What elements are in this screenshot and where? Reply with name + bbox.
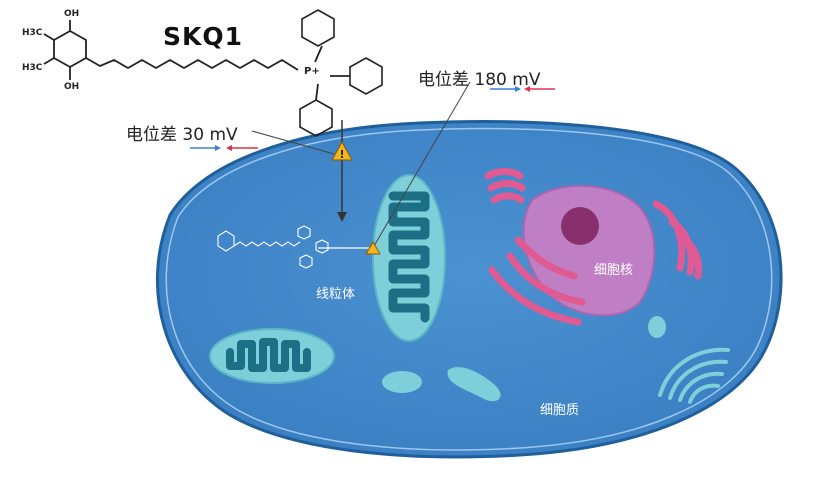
warning-icon xyxy=(365,241,381,255)
mitochondrion-label: 线粒体 xyxy=(316,287,356,302)
vesicle xyxy=(382,371,422,393)
red-arrow-head xyxy=(524,86,530,92)
nucleolus xyxy=(561,207,599,245)
golgi-apparatus xyxy=(658,347,730,404)
skq1-inside-cell xyxy=(217,225,329,269)
outer-potential-label: 电位差 30 mV xyxy=(126,120,238,145)
vesicle xyxy=(648,316,666,338)
outer-potential-value: 30 mV xyxy=(182,125,238,145)
cell-membrane xyxy=(156,120,783,459)
diagram-title: SKQ1 xyxy=(163,22,244,51)
blue-arrow-head xyxy=(215,145,221,151)
inner-potential-text: 电位差 xyxy=(418,70,469,90)
outer-potential-text: 电位差 xyxy=(126,125,177,145)
svg-text:!: ! xyxy=(340,148,345,161)
atom-h3c-1: H3C xyxy=(22,28,43,38)
atom-phosphorus: P+ xyxy=(304,66,320,77)
atom-oh-top: OH xyxy=(64,9,80,19)
red-arrow-head xyxy=(226,145,232,151)
warning-icon xyxy=(331,140,353,161)
endoplasmic-reticulum xyxy=(484,168,702,326)
phenyl-rings xyxy=(299,9,383,137)
mitochondrion-small-cristae xyxy=(226,338,311,372)
nucleus xyxy=(522,184,656,317)
outer-pointer-line xyxy=(251,130,335,155)
nucleus-label: 细胞核 xyxy=(594,263,634,278)
inner-potential-label: 电位差 180 mV xyxy=(418,65,540,90)
uptake-arrow-head xyxy=(337,212,347,222)
cytoplasm-label: 细胞质 xyxy=(540,403,580,418)
atom-h3c-2: H3C xyxy=(22,63,43,73)
vesicle xyxy=(447,367,501,402)
inner-pointer-line xyxy=(373,81,471,247)
inner-potential-value: 180 mV xyxy=(474,70,541,90)
cell-membrane-inner xyxy=(165,127,773,451)
skq1-structure xyxy=(43,20,350,101)
atom-oh-bottom: OH xyxy=(64,82,80,92)
mitochondrion-cristae xyxy=(388,191,430,323)
blue-arrow-head xyxy=(515,86,521,92)
